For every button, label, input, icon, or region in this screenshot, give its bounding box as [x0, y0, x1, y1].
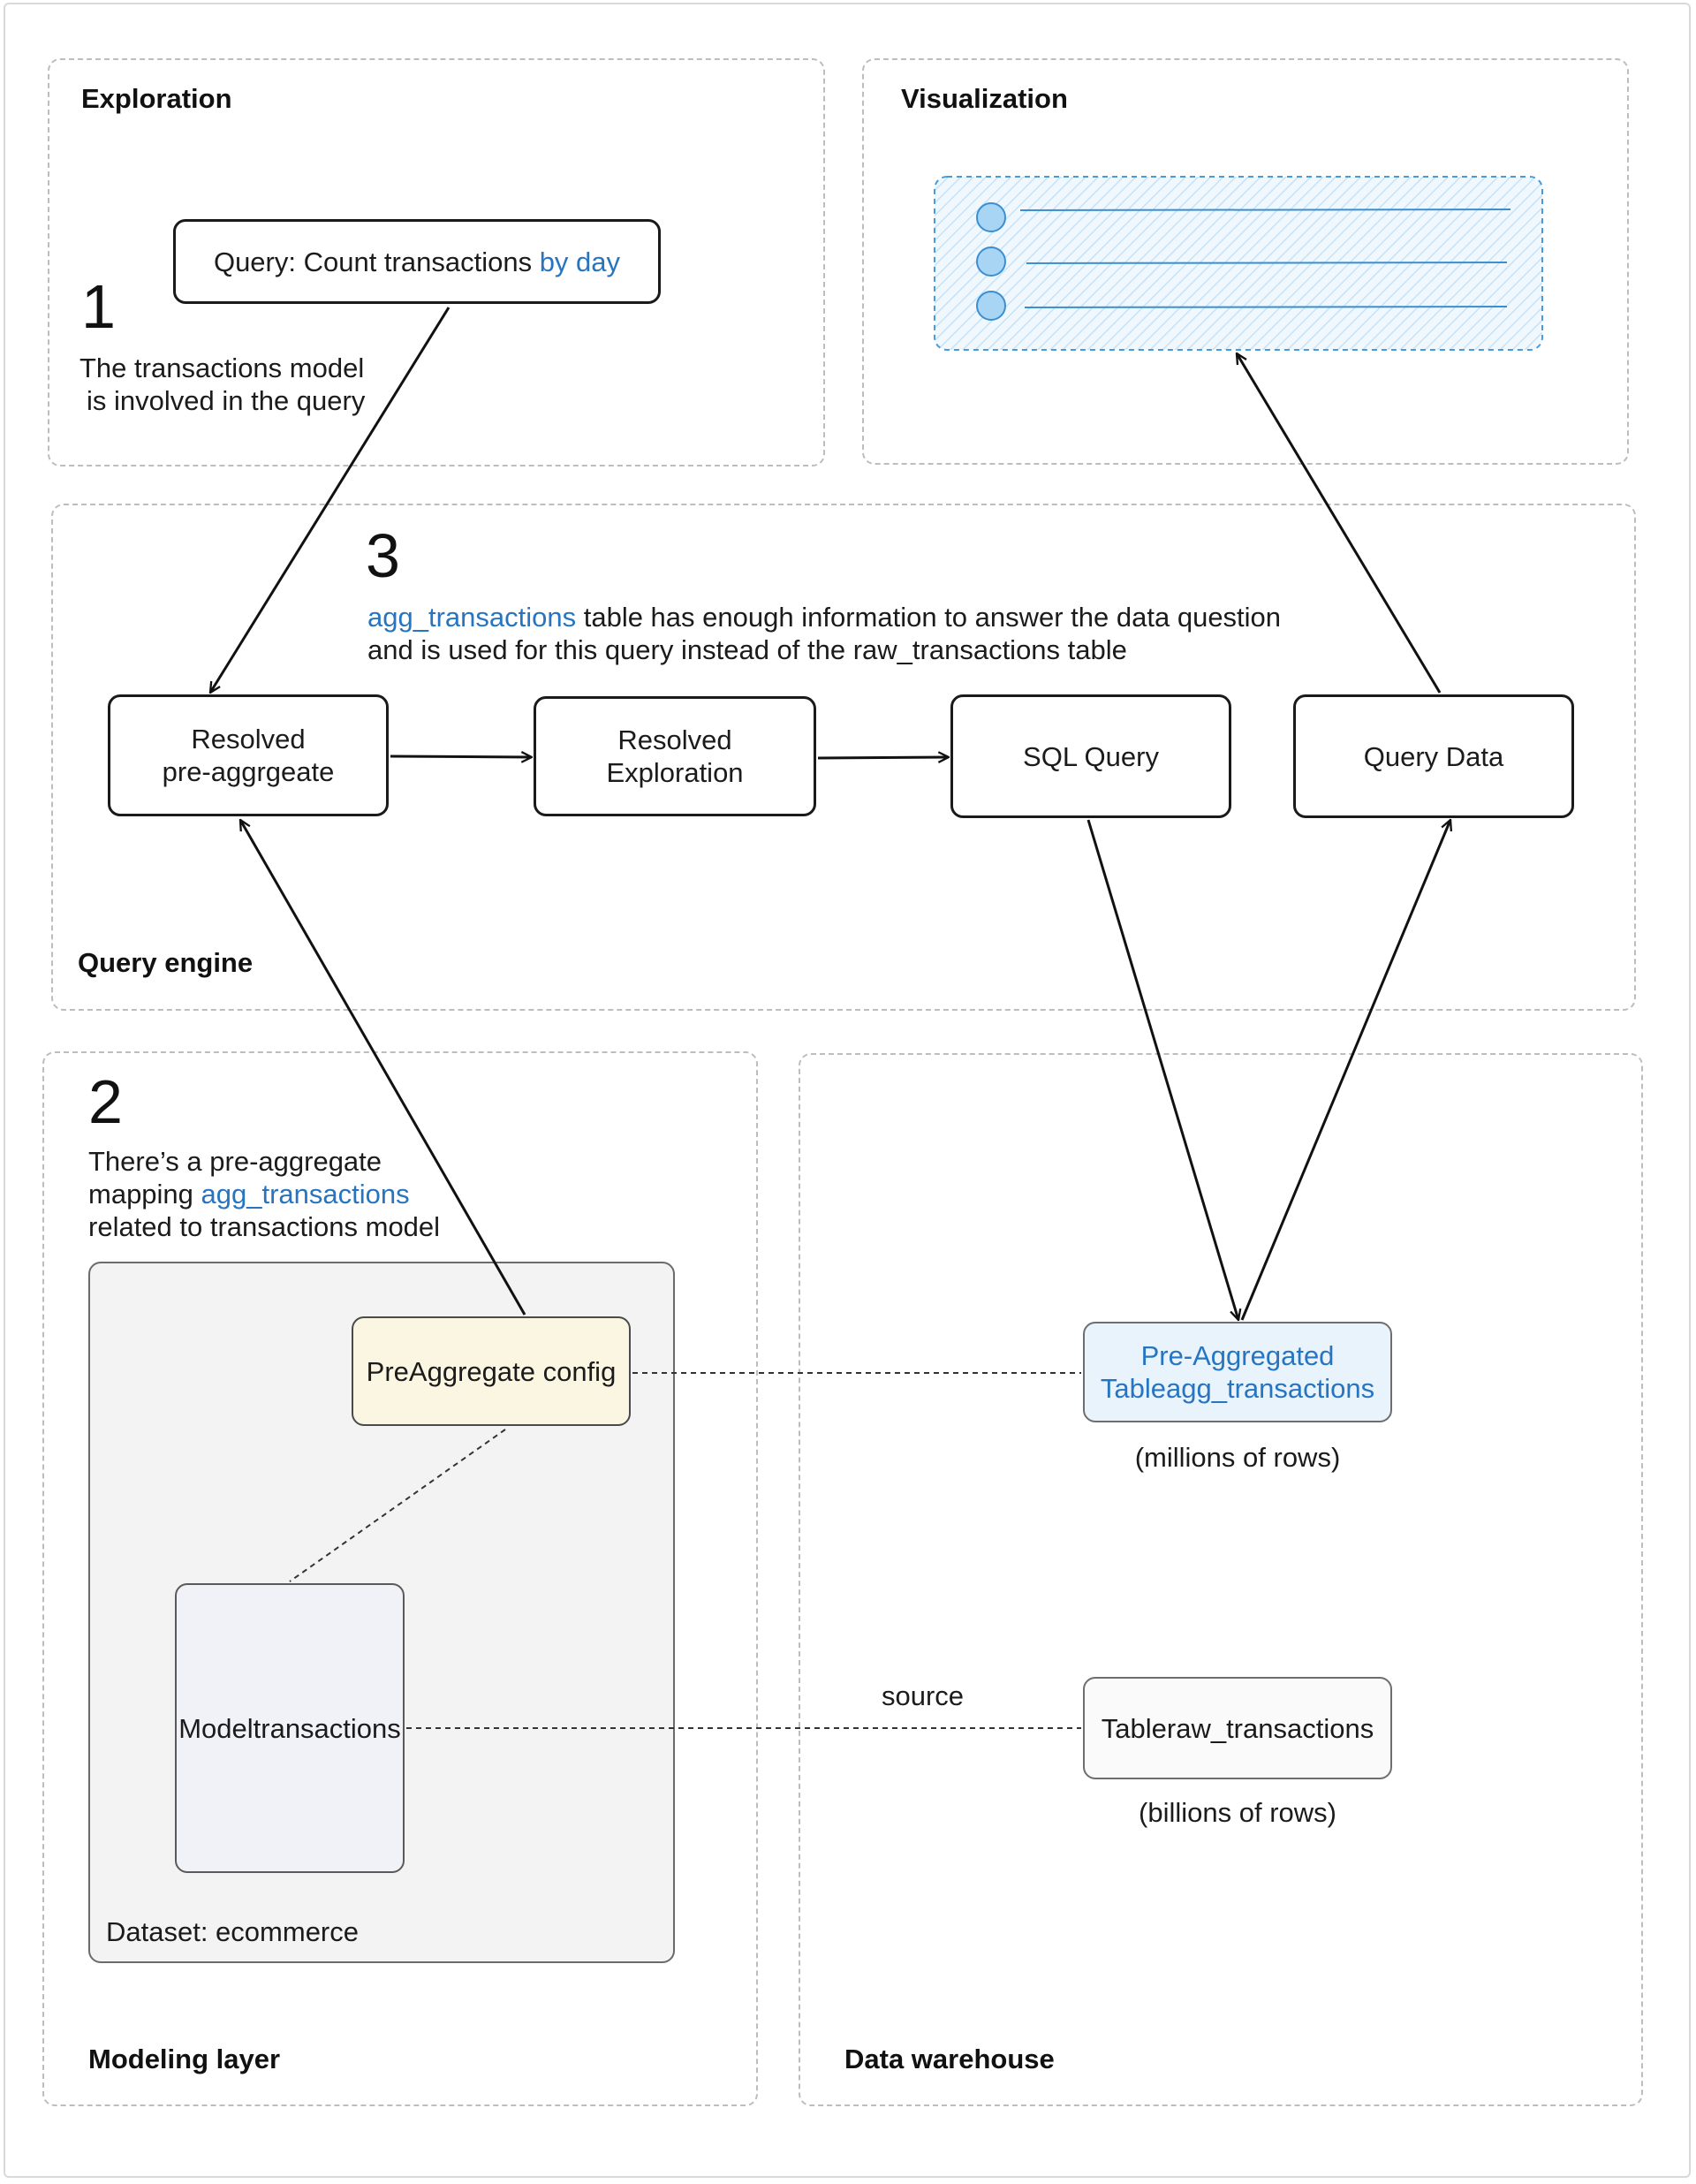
- sql-query-label: SQL Query: [1023, 740, 1159, 772]
- visualization-title: Visualization: [901, 83, 1068, 114]
- data-warehouse-title: Data warehouse: [844, 2044, 1055, 2074]
- raw-table-node: Tableraw_transactions: [1083, 1677, 1392, 1779]
- step-2-note-highlight: agg_transactions: [201, 1179, 410, 1210]
- query-data-label: Query Data: [1363, 740, 1504, 772]
- model-line2: transactions: [253, 1712, 401, 1744]
- step-3-note-highlight: agg_transactions: [367, 602, 577, 633]
- source-label: source: [882, 1680, 965, 1711]
- step-2-note-prefix: mapping: [88, 1179, 201, 1210]
- query-highlight: by day: [539, 246, 621, 277]
- query-data-node: Query Data: [1293, 694, 1574, 818]
- step-2-note-line3: related to transactions model: [88, 1211, 441, 1242]
- exploration-title: Exploration: [81, 83, 232, 114]
- step-number-1: 1: [81, 272, 116, 341]
- step-3-note-line2: and is used for this query instead of th…: [367, 634, 1127, 665]
- query-box: Query: Count transactions by day: [173, 219, 661, 304]
- step-2-note-line2: mapping agg_transactions: [88, 1178, 410, 1210]
- preagg-table-line2: agg_transactions: [1166, 1373, 1375, 1404]
- step-number-2: 2: [88, 1067, 123, 1136]
- step-1-note-line1: The transactions model: [80, 353, 365, 383]
- query-engine-title: Query engine: [78, 947, 254, 978]
- sql-query-node: SQL Query: [950, 694, 1231, 818]
- raw-table-line1: Table: [1101, 1712, 1167, 1744]
- model-transactions-node: Modeltransactions: [175, 1583, 405, 1873]
- resolved-preaggregate-line1: Resolved: [191, 724, 306, 755]
- preaggregated-table-node: Pre-Aggregated Tableagg_transactions: [1083, 1322, 1392, 1422]
- resolved-exploration-line1: Resolved: [617, 724, 732, 755]
- model-line1: Model: [178, 1712, 254, 1744]
- raw-rows-caption: (billions of rows): [1139, 1797, 1336, 1828]
- data-warehouse-region: [799, 1053, 1643, 2106]
- step-1-note-line2: is involved in the query: [87, 385, 366, 416]
- modeling-layer-title: Modeling layer: [88, 2044, 281, 2074]
- step-number-3: 3: [366, 521, 400, 590]
- query-engine-region: [51, 504, 1636, 1011]
- step-2-note-line1: There’s a pre-aggregate: [88, 1146, 382, 1177]
- step-3-note-rest: table has enough information to answer t…: [576, 602, 1282, 633]
- query-text: Query: Count transactions: [213, 246, 540, 277]
- preagg-rows-caption: (millions of rows): [1134, 1442, 1341, 1473]
- preaggregate-config-node: PreAggregate config: [352, 1316, 631, 1426]
- step-3-note-line1: agg_transactions table has enough inform…: [367, 601, 1281, 633]
- visualization-region: [862, 58, 1629, 465]
- resolved-preaggregate-line2: pre-aggrgeate: [162, 756, 335, 787]
- preagg-table-line1: Pre-Aggregated Table: [1100, 1340, 1335, 1404]
- raw-table-line2: raw_transactions: [1166, 1712, 1374, 1744]
- diagram-frame: [4, 3, 1691, 2178]
- dataset-label: Dataset: ecommerce: [106, 1916, 359, 1947]
- preaggregate-config-label: PreAggregate config: [366, 1355, 617, 1387]
- resolved-exploration-line2: Exploration: [606, 757, 744, 788]
